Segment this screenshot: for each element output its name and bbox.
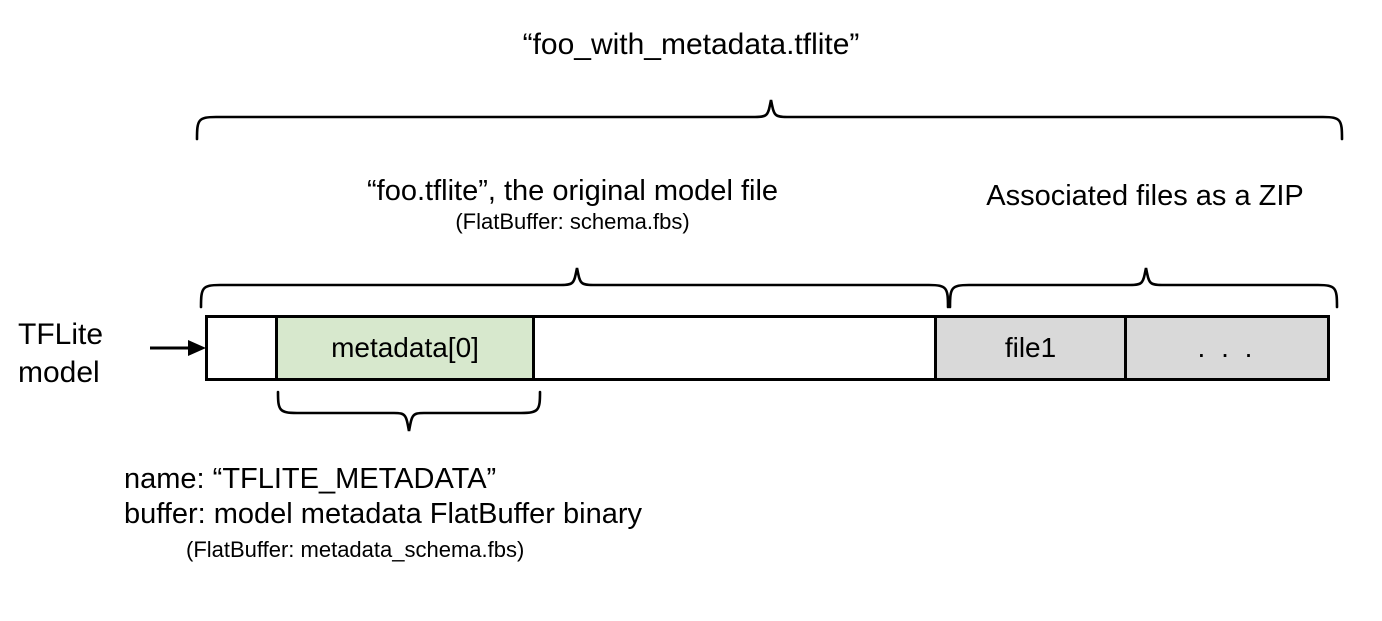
bar-cell-metadata: metadata[0]	[278, 318, 535, 378]
page-title: “foo_with_metadata.tflite”	[522, 28, 860, 61]
metadata-detail-block: name: “TFLITE_METADATA” buffer: model me…	[124, 462, 642, 564]
source-label: TFLite model	[18, 318, 104, 389]
brace-metadata-detail	[276, 390, 542, 432]
bar-cell-leading	[208, 318, 278, 378]
zip-label: Associated files as a ZIP	[986, 180, 1304, 212]
model-file-label-group: “foo.tflite”, the original model file (F…	[200, 175, 945, 235]
right-arrow-icon	[150, 340, 206, 356]
metadata-schema-line: (FlatBuffer: metadata_schema.fbs)	[186, 536, 525, 562]
brace-zip-files	[948, 267, 1339, 309]
bar-cell-file1: file1	[937, 318, 1127, 378]
tflite-model-bar: metadata[0] file1 . . .	[205, 315, 1330, 381]
metadata-buffer-line: buffer: model metadata FlatBuffer binary	[124, 498, 642, 531]
bar-cell-more-files: . . .	[1127, 318, 1327, 378]
brace-model-file	[199, 267, 950, 309]
model-file-label: “foo.tflite”, the original model file	[366, 175, 779, 207]
metadata-name-line: name: “TFLITE_METADATA”	[124, 463, 497, 495]
model-file-sublabel: (FlatBuffer: schema.fbs)	[455, 209, 690, 235]
brace-full-file	[195, 99, 1344, 141]
bar-cell-model-body	[535, 318, 937, 378]
